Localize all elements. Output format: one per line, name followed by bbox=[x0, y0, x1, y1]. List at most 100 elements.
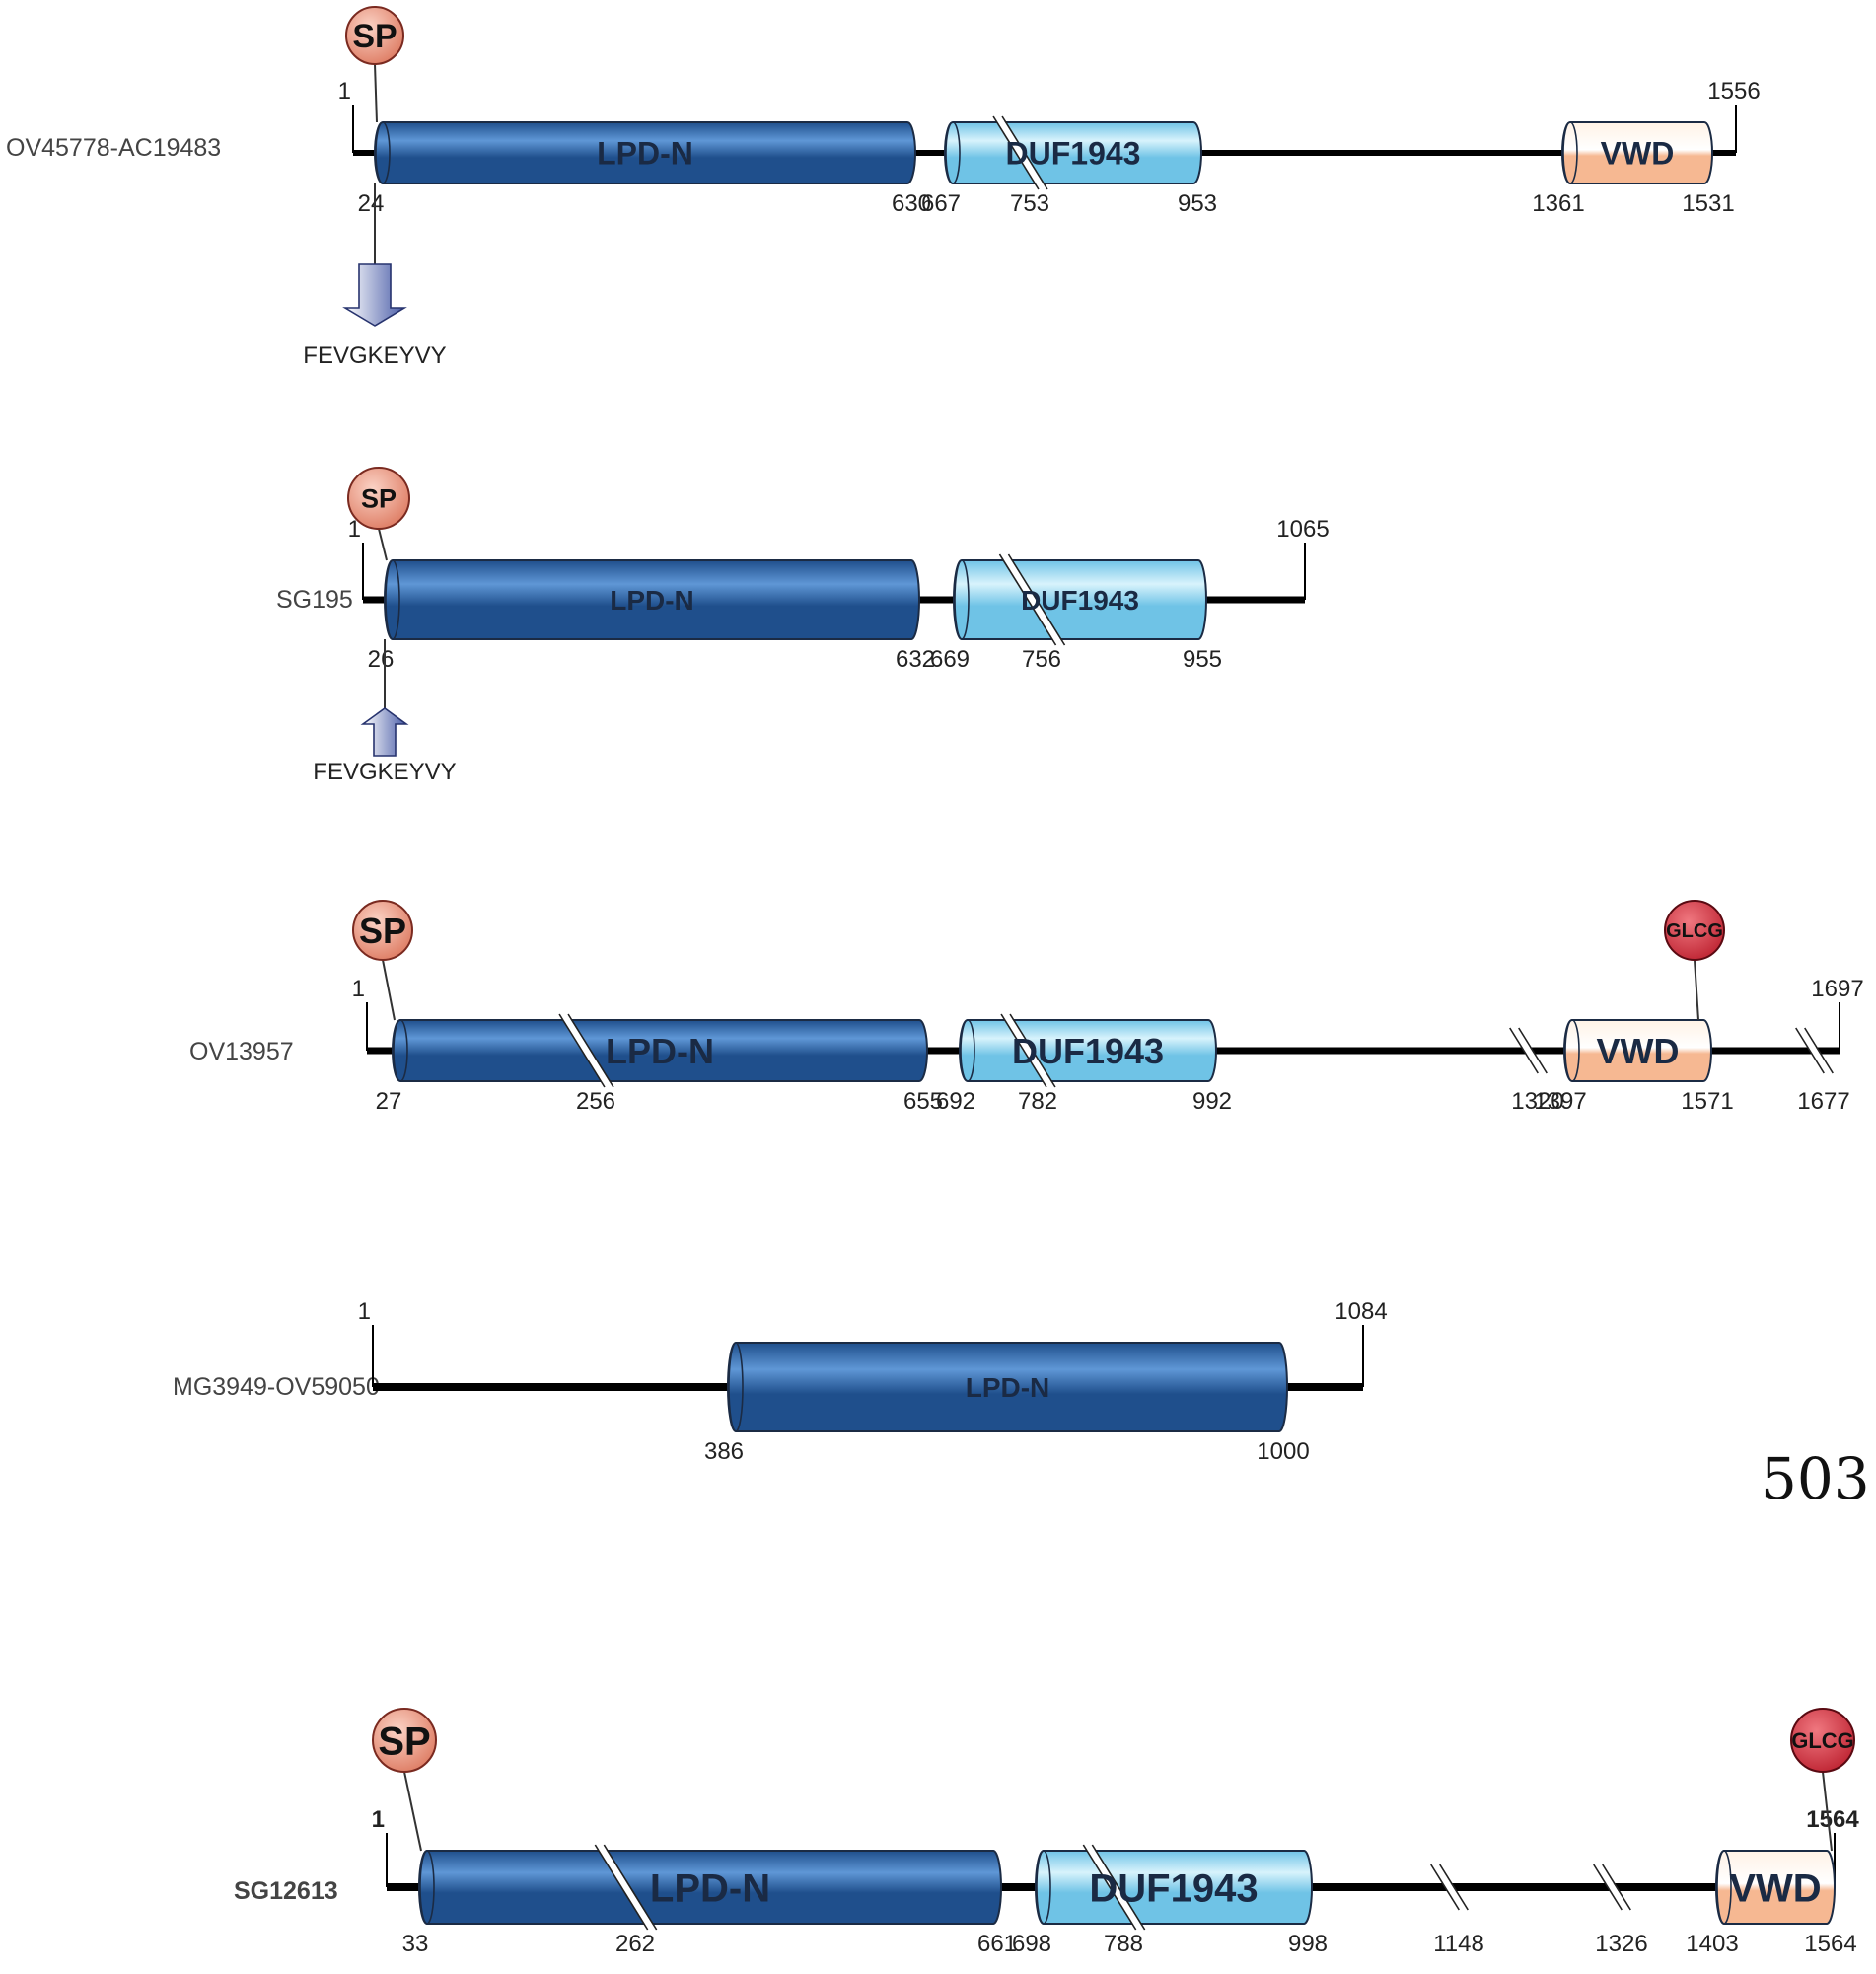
motif-label: FEVGKEYVY bbox=[303, 342, 446, 369]
glycosylation-marker: GLCG bbox=[1664, 900, 1725, 1021]
domain-end-label: 630 bbox=[892, 190, 931, 217]
domain-label: DUF1943 bbox=[1021, 585, 1139, 616]
backbone-break-line-b bbox=[1804, 1027, 1834, 1074]
domain-start-label: 692 bbox=[936, 1088, 975, 1115]
domain-break-gap bbox=[1000, 552, 1063, 647]
domain-lpd-n: LPD-N 24 630 bbox=[358, 121, 931, 217]
protein-name: OV13957 bbox=[189, 1038, 294, 1065]
backbone-break-line-a bbox=[1430, 1864, 1460, 1911]
domain-break-line-a bbox=[558, 1013, 606, 1088]
sp-bubble bbox=[372, 1708, 437, 1773]
motif-arrow-icon bbox=[360, 707, 409, 757]
domain-start-label: 698 bbox=[1012, 1931, 1051, 1957]
domain-label: LPD-N bbox=[650, 1866, 770, 1910]
domain-body bbox=[1561, 121, 1713, 184]
break-position-label: 1326 bbox=[1595, 1931, 1647, 1957]
domain-start-label: 386 bbox=[704, 1438, 744, 1465]
domain-duf1943: 782 DUF1943 692 992 bbox=[936, 1012, 1232, 1115]
signal-peptide-marker: SP bbox=[352, 900, 413, 1021]
sp-stem bbox=[374, 63, 378, 123]
domain-break-gap bbox=[1002, 1012, 1053, 1089]
domain-start-label: 1397 bbox=[1534, 1088, 1586, 1115]
domain-label: DUF1943 bbox=[1089, 1866, 1258, 1910]
break-position-label: 753 bbox=[1010, 190, 1049, 217]
domain-end-label: 1571 bbox=[1681, 1088, 1733, 1115]
domain-left-cap bbox=[393, 1019, 408, 1082]
break-position-label: 262 bbox=[615, 1931, 655, 1957]
glcg-stem bbox=[1694, 959, 1699, 1021]
end-position-label: 1556 bbox=[1707, 78, 1760, 105]
signal-peptide-marker: SP bbox=[347, 467, 410, 561]
glcg-label: GLCG bbox=[1791, 1728, 1854, 1753]
glcg-bubble bbox=[1790, 1708, 1855, 1773]
page-number: 503 bbox=[1761, 1445, 1870, 1512]
break-position-label: 256 bbox=[576, 1088, 615, 1115]
backbone-break-gap bbox=[1431, 1863, 1467, 1912]
signal-peptide-marker: SP bbox=[372, 1708, 437, 1852]
domain-break-gap bbox=[994, 114, 1046, 191]
sp-label: SP bbox=[359, 911, 406, 951]
domain-start-label: 24 bbox=[358, 190, 385, 217]
domain-label: LPD-N bbox=[597, 136, 693, 172]
break-position-label: 788 bbox=[1104, 1931, 1143, 1957]
domain-end-label: 953 bbox=[1178, 190, 1217, 217]
domain-end-label: 992 bbox=[1192, 1088, 1232, 1115]
sp-bubble bbox=[352, 900, 413, 961]
backbone-break-line-b bbox=[1602, 1864, 1631, 1911]
break-position-label: 1320 bbox=[1511, 1088, 1563, 1115]
domain-break-gap bbox=[560, 1012, 612, 1089]
domain-label: LPD-N bbox=[966, 1372, 1050, 1403]
domain-left-cap bbox=[419, 1850, 435, 1925]
domain-left-cap bbox=[954, 559, 970, 640]
domain-label: VWD bbox=[1601, 136, 1675, 172]
domain-duf1943: 788 DUF1943 698 998 bbox=[1012, 1843, 1328, 1957]
end-position-label: 1065 bbox=[1276, 516, 1329, 543]
domain-end-label: 632 bbox=[896, 646, 935, 673]
sp-stem bbox=[403, 1771, 422, 1852]
backbone-break-line-b bbox=[1518, 1027, 1548, 1074]
domain-break-line-a bbox=[998, 553, 1057, 646]
domain-body bbox=[392, 1019, 928, 1082]
domain-end-label: 1564 bbox=[1804, 1931, 1856, 1957]
glcg-bubble bbox=[1664, 900, 1725, 961]
domain-break-line-b bbox=[1091, 1844, 1146, 1931]
sp-bubble bbox=[347, 467, 410, 530]
break-position-label: 756 bbox=[1022, 646, 1061, 673]
domain-start-label: 27 bbox=[376, 1088, 402, 1115]
backbone-break-line-b bbox=[1439, 1864, 1469, 1911]
domain-body bbox=[727, 1342, 1288, 1432]
domain-break-line-a bbox=[1082, 1844, 1137, 1931]
domain-end-label: 1531 bbox=[1682, 190, 1734, 217]
domain-break-line-b bbox=[1009, 1013, 1056, 1088]
domain-left-cap bbox=[1036, 1850, 1051, 1925]
domain-end-label: 661 bbox=[977, 1931, 1017, 1957]
break-position-label: 782 bbox=[1018, 1088, 1057, 1115]
domain-left-cap bbox=[375, 121, 391, 184]
motif-arrow-icon bbox=[342, 263, 407, 327]
domain-end-label: 998 bbox=[1288, 1931, 1328, 1957]
sp-label: SP bbox=[352, 18, 397, 55]
end-position-label: 1564 bbox=[1806, 1806, 1859, 1833]
domain-body bbox=[418, 1850, 1002, 1925]
domain-left-cap bbox=[945, 121, 961, 184]
domain-break-line-b bbox=[603, 1844, 658, 1931]
break-position-label: 1677 bbox=[1797, 1088, 1849, 1115]
domain-break-line-a bbox=[594, 1844, 649, 1931]
sp-label: SP bbox=[378, 1719, 430, 1763]
start-position-label: 1 bbox=[352, 976, 365, 1002]
backbone-break-gap bbox=[1796, 1026, 1832, 1075]
domain-label: VWD bbox=[1729, 1866, 1821, 1910]
domain-end-label: 1000 bbox=[1257, 1438, 1309, 1465]
domain-label: DUF1943 bbox=[1012, 1031, 1164, 1071]
sp-stem bbox=[378, 528, 388, 561]
start-position-label: 1 bbox=[348, 516, 361, 543]
